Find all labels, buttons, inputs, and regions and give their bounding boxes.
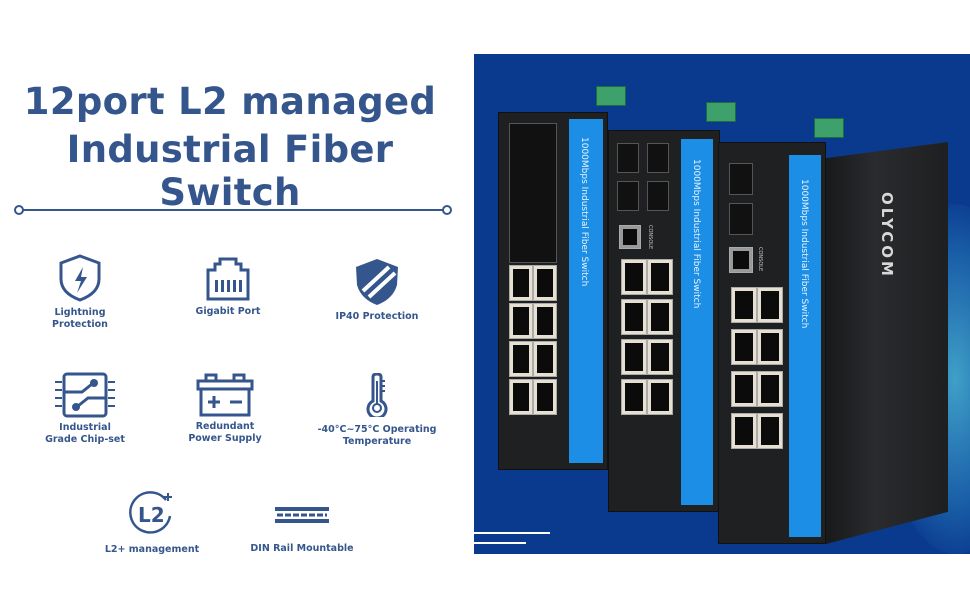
power-terminal (596, 86, 626, 106)
console-port (729, 247, 753, 273)
decor-line (474, 532, 550, 534)
feature-l2: L2 L2+ management (72, 490, 232, 556)
battery-icon (196, 373, 254, 417)
switch-8port-2sfp: 1000Mbps Industrial Fiber Switch CONSOLE (718, 142, 826, 544)
feature-din: DIN Rail Mountable (222, 506, 382, 555)
switch-16port: 1000Mbps Industrial Fiber Switch (498, 112, 608, 470)
l2-plus-icon: L2 (129, 491, 172, 534)
console-port (619, 225, 641, 249)
product-photo: 1000Mbps Industrial Fiber Switch 1000Mbp… (474, 54, 970, 554)
din-rail-icon (275, 507, 329, 523)
ethernet-port-icon (206, 257, 250, 301)
power-terminal (706, 102, 736, 122)
thermometer-icon (366, 373, 388, 417)
headline-line2: Industrial Fiber Switch (66, 128, 394, 214)
sfp-ports (509, 123, 557, 263)
feature-gigabit: Gigabit Port (148, 256, 308, 318)
divider (20, 209, 446, 211)
divider-dot-left (14, 205, 24, 215)
power-terminal (814, 118, 844, 138)
switch-side-panel: OLYCOM (826, 142, 948, 544)
lightning-shield-icon (59, 254, 101, 302)
shield-icon (356, 259, 398, 305)
feature-ip40: IP40 Protection (297, 257, 457, 323)
chipset-icon (55, 372, 115, 418)
headline-line1: 12port L2 managed (23, 80, 437, 123)
switch-8port-4sfp: 1000Mbps Industrial Fiber Switch CONSOLE (608, 130, 720, 512)
svg-text:L2: L2 (138, 503, 165, 527)
decor-line (474, 542, 526, 544)
divider-dot-right (442, 205, 452, 215)
brand-logo: OLYCOM (878, 192, 896, 279)
